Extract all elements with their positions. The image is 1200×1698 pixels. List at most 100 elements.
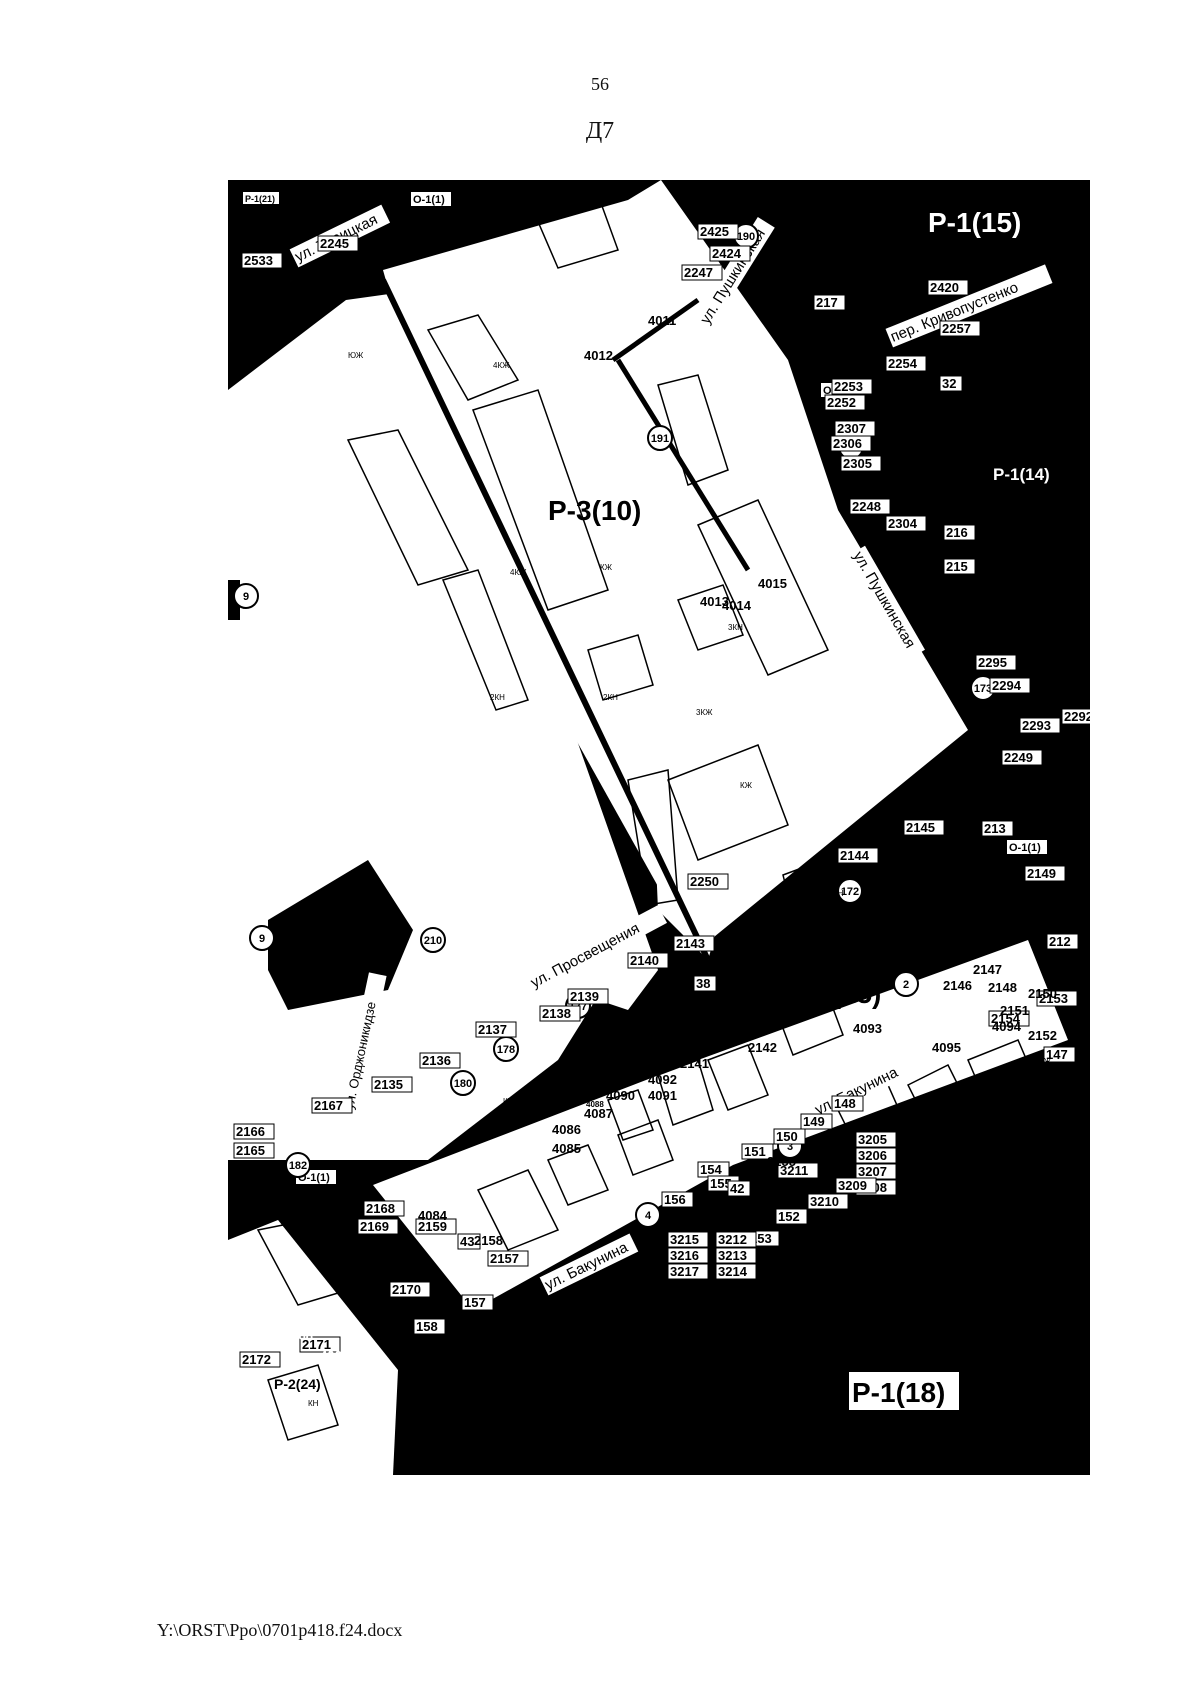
parcel-number-boxed: 2171 [299,1336,341,1353]
parcel-number: 4087 [584,1106,613,1121]
parcel-number-boxed: 2252 [824,394,866,411]
parcel-number: 4084 [418,1208,448,1223]
parcel-number-boxed: 3211 [777,1162,819,1179]
svg-text:3215: 3215 [670,1232,699,1247]
parcel-number-boxed: 148 [831,1095,864,1112]
block-r2-main [373,940,1068,1310]
svg-text:2139: 2139 [570,989,599,1004]
svg-text:148: 148 [834,1096,856,1111]
svg-text:2425: 2425 [700,224,729,239]
building-outlines [256,194,1034,1441]
parcel-number: 4014 [722,598,752,613]
parcel-number-boxed: 2253 [831,378,873,395]
svg-text:2307: 2307 [837,421,866,436]
parcel-number-boxed: 2154 [988,1010,1030,1027]
svg-text:2245: 2245 [320,236,349,251]
parcel-number-boxed: 2307 [834,420,876,437]
parcel-number-boxed: 2167 [311,1097,353,1114]
parcel-number-boxed: 2143 [673,935,715,952]
building-tag: КН [318,1249,329,1258]
parcel-number-boxed: 32 [939,375,963,392]
building-tag: КН [308,1399,319,1408]
parcel-number: 2142 [748,1040,777,1055]
svg-text:2171: 2171 [302,1337,331,1352]
parcel-number-boxed: 2157 [487,1250,529,1267]
zoning-map: Р-1(15) Р-1(14) Р-3(10) Р-2(25) Р-1(18) … [228,180,1090,1475]
parcel-number-boxed: 2159 [415,1218,457,1235]
svg-text:3217: 3217 [670,1264,699,1279]
svg-text:9: 9 [259,933,265,945]
svg-text:215: 215 [946,559,968,574]
parcel-number: 4011 [648,313,676,328]
parcel-number-boxed: 2149 [1024,865,1066,882]
parcel-number-boxed: 152 [775,1208,808,1225]
building-tag: КЖ [740,781,753,790]
parcel-number-boxed: 2166 [233,1123,275,1140]
svg-text:178: 178 [497,1044,515,1056]
svg-text:2257: 2257 [942,321,971,336]
svg-text:2135: 2135 [374,1077,403,1092]
zone-boundary-inner [611,297,700,363]
parcel-number-boxed: 2140 [627,952,669,969]
parcel-number-boxed: 2250 [687,873,729,890]
svg-text:2149: 2149 [1027,866,1056,881]
svg-text:2159: 2159 [418,1219,447,1234]
svg-text:147: 147 [1046,1047,1068,1062]
svg-text:2252: 2252 [827,395,856,410]
building-tag: КЖ [503,1097,516,1106]
svg-text:2138: 2138 [542,1006,571,1021]
svg-text:43: 43 [460,1234,474,1249]
parcel-number: 4092 [648,1072,677,1087]
circle-marker: 4 [635,1202,661,1228]
svg-text:3206: 3206 [858,1148,887,1163]
zone-label: Р-1(18) [852,1377,945,1408]
parcel-number: 2147 [973,962,1002,977]
footer-file-path: Y:\ORST\Ppo\0701p418.f24.docx [157,1620,403,1640]
parcel-number-boxed: 3215 [667,1231,709,1248]
zone-boundary-west [380,278,711,962]
parcel-number-boxed: 2424 [709,245,751,262]
parcel-number-boxed: 3212 [715,1231,757,1248]
parcel-number-boxed: 2169 [357,1218,399,1235]
zone-label: Р-1(15) [928,207,1021,238]
svg-text:156: 156 [664,1192,686,1207]
block-west-lower [228,290,658,1010]
parcel-number-boxed: 3205 [855,1131,897,1148]
svg-text:213: 213 [984,821,1006,836]
parcel-number: 4066 [230,1298,259,1313]
svg-text:3210: 3210 [810,1194,839,1209]
svg-text:2136: 2136 [422,1053,451,1068]
parcel-number: 4091 [648,1088,677,1103]
parcel-number-boxed: 2254 [885,355,927,372]
parcel-number-boxed: 2153 [1036,990,1078,1007]
parcel-number-boxed: 2292 [1061,708,1090,725]
building-tag: КЖ [600,563,613,572]
parcel-number: 4095 [932,1040,961,1055]
parcel-number-boxed: 158 [413,1318,446,1335]
parcel-number-boxed: 2293 [1019,717,1061,734]
svg-text:2248: 2248 [852,499,881,514]
parcel-number: 2148 [988,980,1017,995]
svg-text:172: 172 [841,886,859,898]
parcel-number: 4012 [584,348,613,363]
svg-text:154: 154 [700,1162,722,1177]
svg-text:2137: 2137 [478,1022,507,1037]
parcel-number-boxed: 2172 [239,1351,281,1368]
svg-text:3214: 3214 [718,1264,748,1279]
parcel-number-boxed: 2425 [697,223,739,240]
zone-label: Р-1(21) [245,194,275,204]
svg-text:2145: 2145 [906,820,935,835]
parcel-number: 2152 [1028,1028,1057,1043]
parcel-number-boxed: 2245 [317,235,359,252]
circle-marker: 9 [233,583,259,609]
svg-text:2153: 2153 [1039,991,1068,1006]
parcel-number: 4013 [700,594,729,609]
svg-text:190: 190 [737,231,755,243]
zone-boundary-mid [615,358,751,572]
svg-text:2165: 2165 [236,1143,265,1158]
svg-text:2420: 2420 [930,280,959,295]
parcel-number: 4088 [586,1100,604,1109]
parcel-number-boxed: 43 [457,1233,481,1250]
zone-label-box [847,1370,961,1412]
parcel-number-boxed: 2533 [241,252,283,269]
